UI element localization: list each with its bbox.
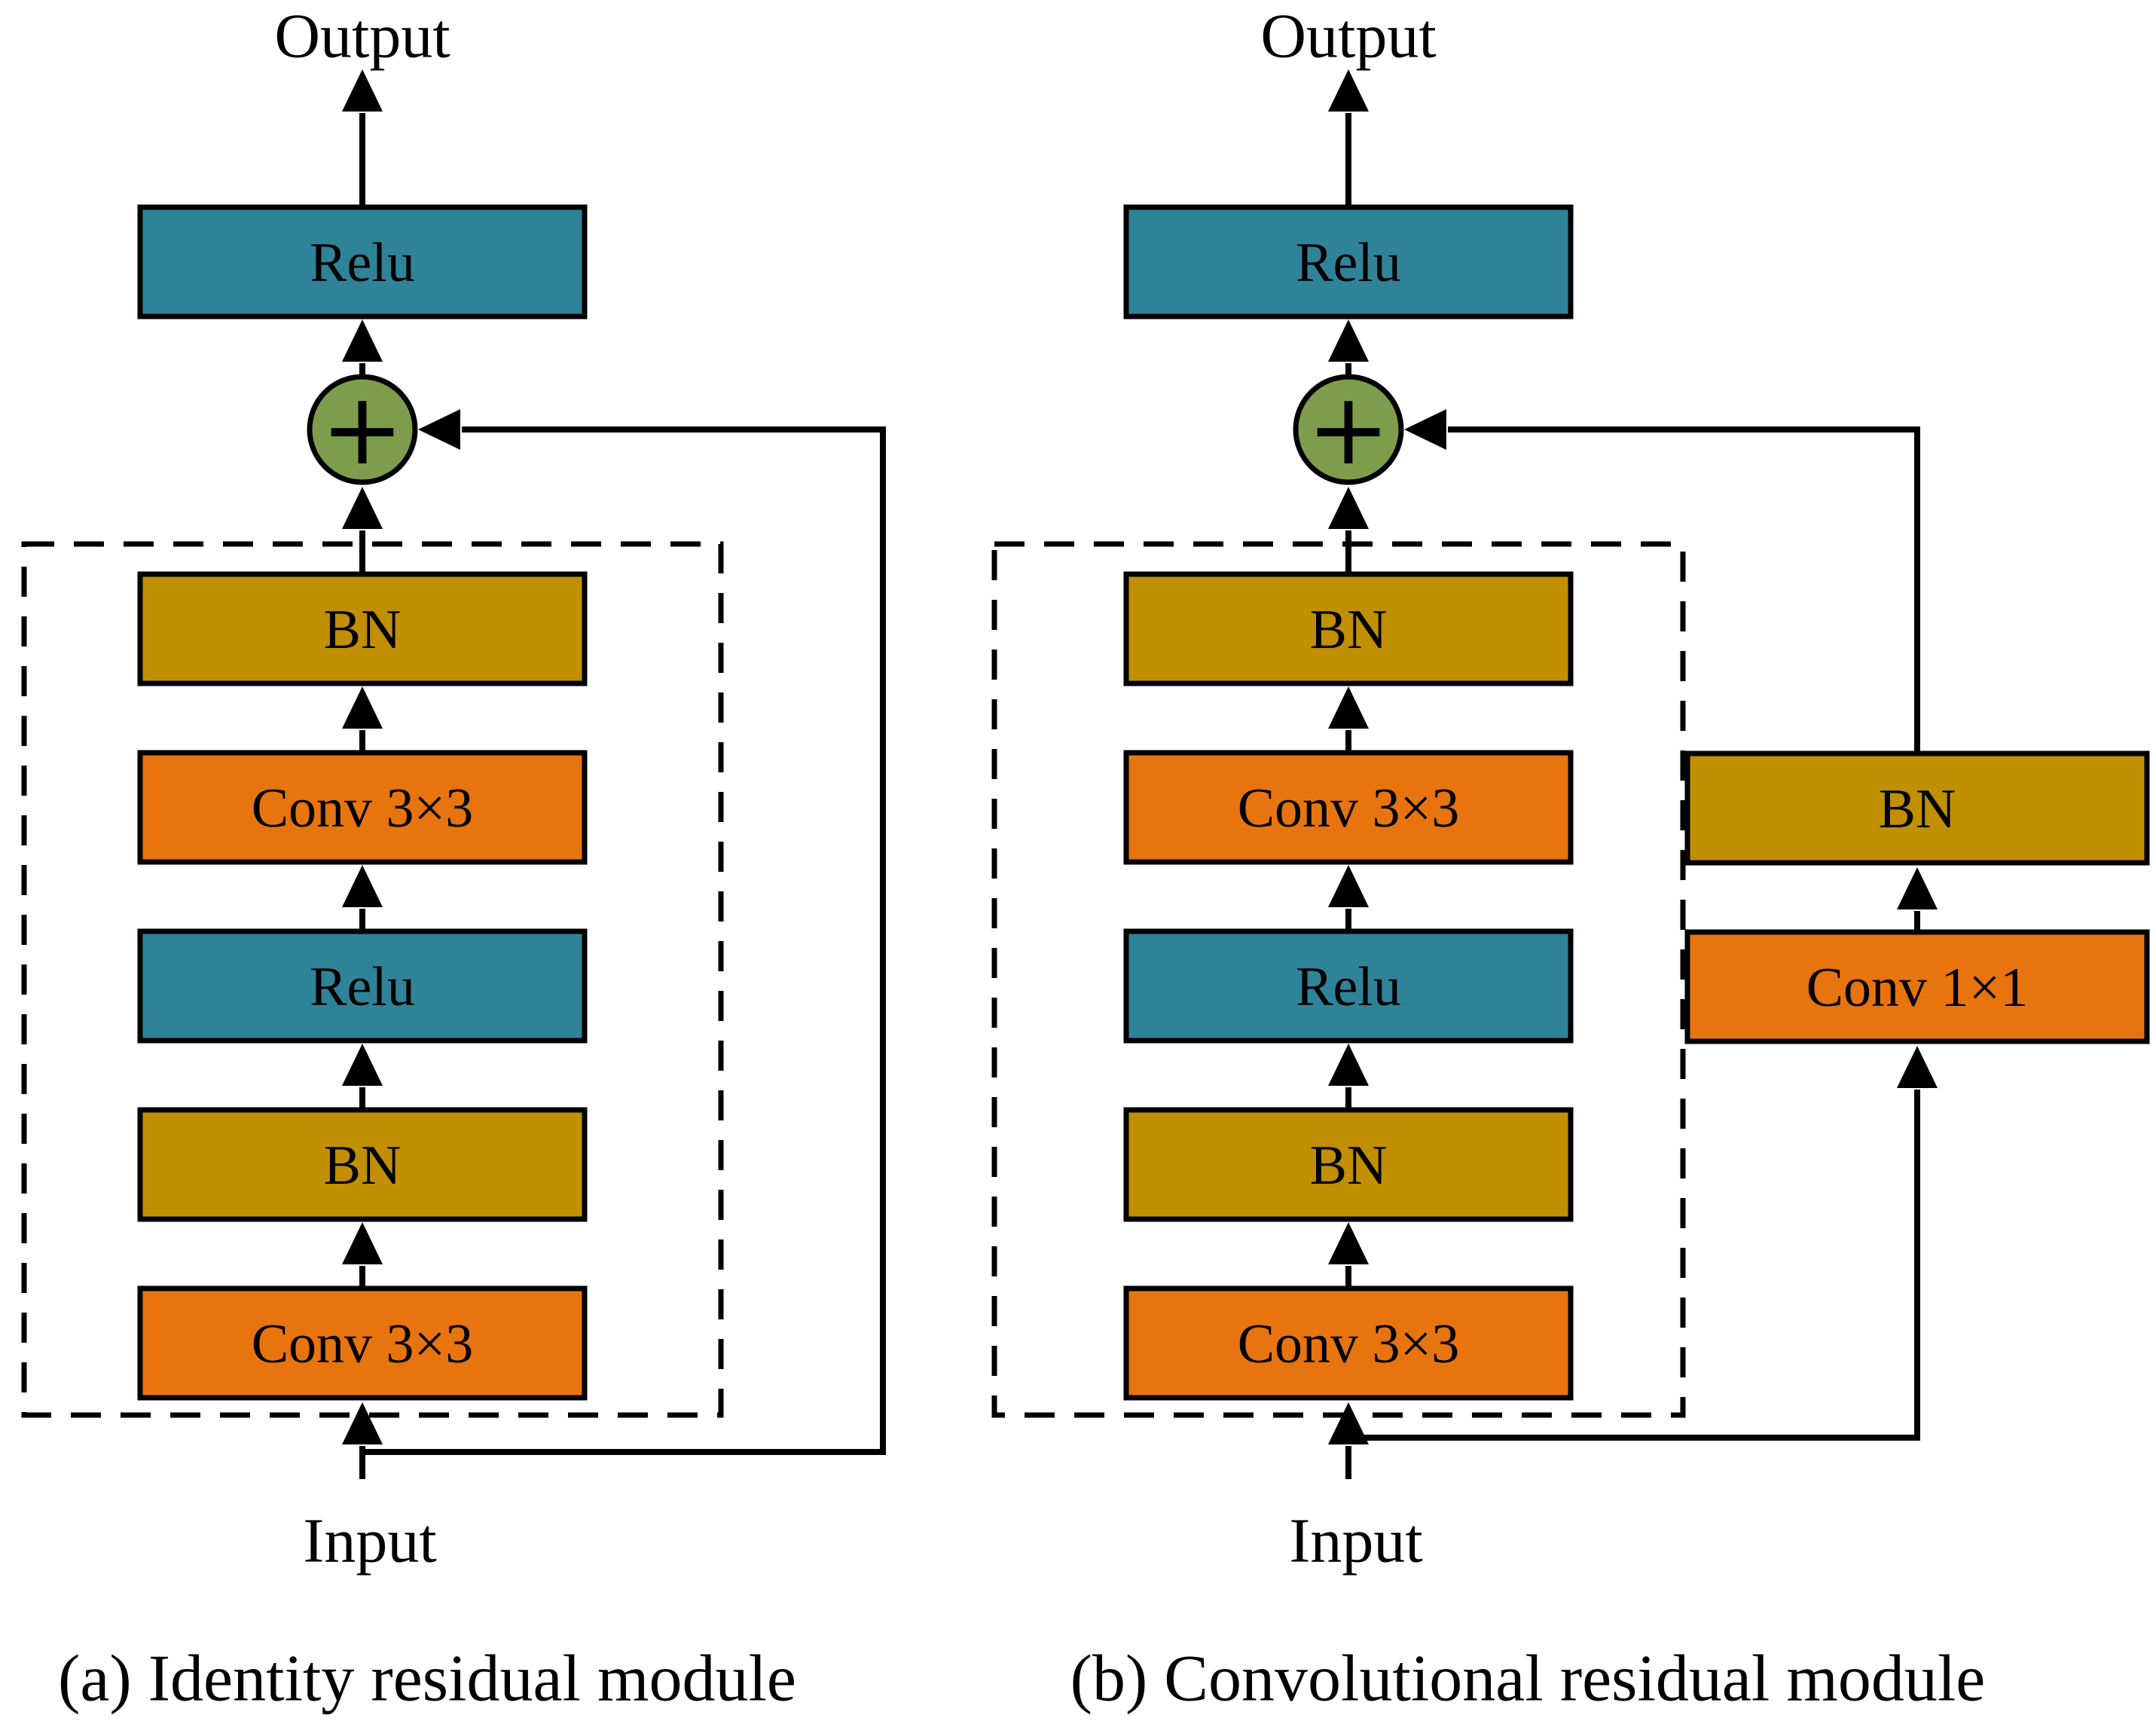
relu-box xyxy=(1123,204,1574,319)
relu-label: Relu xyxy=(310,232,415,294)
arrow-up-icon xyxy=(1328,487,1369,529)
input-label: Input xyxy=(303,1506,436,1576)
relu-box xyxy=(137,928,588,1044)
arrow-up-icon xyxy=(342,865,383,907)
arrow-up-icon xyxy=(342,686,383,729)
shortcut-branch-line xyxy=(1348,1090,1920,1441)
relu-box xyxy=(1123,928,1574,1044)
relu-box xyxy=(137,204,588,319)
arrow-up-icon xyxy=(342,487,383,529)
conv3x3-box xyxy=(137,750,588,865)
bn-label: BN xyxy=(324,599,402,661)
arrow-up-icon xyxy=(342,319,383,362)
bn-label: BN xyxy=(1310,599,1388,661)
arrow-up-icon xyxy=(342,1222,383,1264)
conv3x3-label: Conv 3×3 xyxy=(1238,1313,1460,1375)
arrow-left-icon xyxy=(1404,409,1446,450)
input-label: Input xyxy=(1289,1506,1422,1576)
bn-box xyxy=(137,571,588,686)
module-boundary-dashed-box xyxy=(991,541,1686,1418)
module-boundary-dashed-box xyxy=(21,541,724,1418)
bn-box xyxy=(1123,571,1574,686)
relu-label: Relu xyxy=(310,956,415,1018)
caption-b: (b) Convolutional residual module xyxy=(1070,1643,1986,1716)
conv1x1-label: Conv 1×1 xyxy=(1806,957,2029,1019)
skip-connection-line xyxy=(362,426,886,1455)
output-label: Output xyxy=(1260,2,1436,72)
add-symbol: + xyxy=(321,371,405,488)
bn-box xyxy=(1123,1107,1574,1222)
relu-label: Relu xyxy=(1296,956,1401,1018)
arrow-up-icon xyxy=(1328,865,1369,907)
bn-label: BN xyxy=(1310,1135,1388,1197)
conv3x3-box xyxy=(1123,1285,1574,1401)
conv3x3-box xyxy=(1123,750,1574,865)
conv1x1-box xyxy=(1684,929,2150,1044)
bn-box xyxy=(1684,750,2150,866)
arrow-up-icon xyxy=(1328,1222,1369,1264)
arrow-up-icon xyxy=(1897,867,1938,909)
conv3x3-label: Conv 3×3 xyxy=(252,1313,474,1375)
add-circle xyxy=(1293,374,1404,485)
caption-a: (a) Identity residual module xyxy=(58,1643,796,1716)
arrow-left-icon xyxy=(418,409,460,450)
add-circle xyxy=(307,374,418,485)
bn-box xyxy=(137,1107,588,1222)
arrow-up-icon xyxy=(1328,1044,1369,1086)
bn-label: BN xyxy=(324,1135,402,1197)
bn-label: BN xyxy=(1879,778,1956,840)
shortcut-to-adder-line xyxy=(1448,426,1920,753)
arrow-up-icon xyxy=(342,69,383,112)
convolutional-residual-module: Output Relu + BN Conv 3×3 Relu BN Conv 3… xyxy=(991,2,2150,1716)
output-label: Output xyxy=(274,2,450,72)
conv3x3-label: Conv 3×3 xyxy=(1238,778,1460,839)
identity-residual-module: Output Relu + BN Conv 3×3 Relu BN Conv 3… xyxy=(21,2,886,1716)
arrow-up-icon xyxy=(1328,1402,1369,1444)
arrow-up-icon xyxy=(1328,686,1369,729)
conv3x3-label: Conv 3×3 xyxy=(252,778,474,839)
add-symbol: + xyxy=(1307,371,1391,488)
arrow-up-icon xyxy=(1897,1046,1938,1088)
arrow-up-icon xyxy=(342,1044,383,1086)
arrow-up-icon xyxy=(342,1402,383,1444)
arrow-up-icon xyxy=(1328,319,1369,362)
relu-label: Relu xyxy=(1296,232,1401,294)
arrow-up-icon xyxy=(1328,69,1369,112)
conv3x3-box xyxy=(137,1285,588,1401)
